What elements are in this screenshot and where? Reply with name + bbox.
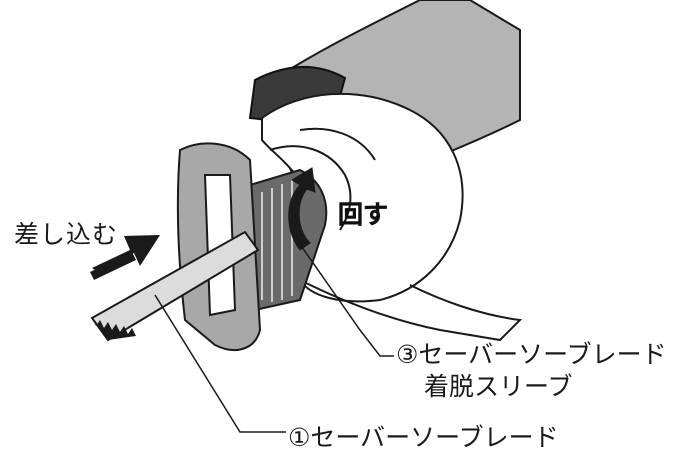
sleeve-callout-line1: ③セーバーソーブレード bbox=[396, 340, 667, 369]
rotate-label: 回す bbox=[338, 200, 389, 229]
blade-leader-line bbox=[154, 294, 286, 433]
insert-label: 差し込む bbox=[14, 220, 119, 249]
insert-arrow-shaft bbox=[90, 252, 136, 280]
hand-lower bbox=[299, 279, 523, 342]
blade-callout: ①セーバーソーブレード bbox=[288, 423, 559, 452]
sleeve-ribs bbox=[261, 180, 293, 302]
rotate-arrow bbox=[288, 167, 316, 251]
sleeve-callout-line2: 着脱スリーブ bbox=[424, 372, 573, 401]
sleeve-leader-line bbox=[289, 229, 394, 357]
finger-curve bbox=[269, 145, 352, 231]
insert-arrow bbox=[92, 235, 160, 272]
finger-curve-2 bbox=[299, 127, 376, 161]
blade-teeth bbox=[92, 318, 136, 340]
